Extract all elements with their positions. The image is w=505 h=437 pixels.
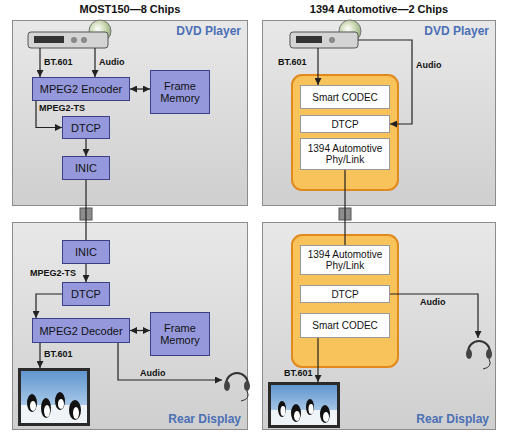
chip-box: DTCP xyxy=(62,116,110,139)
function-block: 1394 Automotive Phy/Link xyxy=(300,245,390,275)
chip-box: MPEG2 Decoder xyxy=(32,318,130,343)
chip-box: Frame Memory xyxy=(150,70,210,114)
signal-name: BT.601 xyxy=(44,57,73,67)
function-block: DTCP xyxy=(300,285,390,303)
column-heading: 1394 Automotive—2 Chips xyxy=(262,3,496,16)
chip-box: INIC xyxy=(62,240,110,264)
function-block: Smart CODEC xyxy=(300,313,390,338)
chip-box: DTCP xyxy=(62,282,110,306)
signal-name: Audio xyxy=(99,57,125,67)
chip-box: Frame Memory xyxy=(150,312,210,356)
panel-title: DVD Player xyxy=(176,24,241,38)
node-text: INIC xyxy=(75,246,97,258)
node-text: Frame Memory xyxy=(151,80,209,104)
signal-name: BT.601 xyxy=(284,368,313,378)
signal-name: BT.601 xyxy=(278,57,307,67)
signal-name: BT.601 xyxy=(44,349,73,359)
edge-label: MPEG2-TS xyxy=(39,103,85,113)
function-block: DTCP xyxy=(300,115,390,133)
signal-name: Audio xyxy=(140,368,166,378)
bus-connector xyxy=(339,208,351,220)
node-text: DTCP xyxy=(331,289,358,300)
node-text: 1394 Automotive Phy/Link xyxy=(301,143,389,165)
node-text: Smart CODEC xyxy=(312,92,378,103)
panel-title: Rear Display xyxy=(168,412,241,426)
node-text: MPEG2 Decoder xyxy=(39,325,122,337)
column-heading: MOST150—8 Chips xyxy=(12,3,248,16)
device-panel: Rear Display 1394 Automotive Phy/LinkDTCP… xyxy=(262,222,496,430)
device-panel: DVD PlayerSmart CODEC DTCP 1394 Automotive… xyxy=(262,20,496,206)
node-text: Frame Memory xyxy=(151,322,209,346)
chip-box: MPEG2 Encoder xyxy=(32,77,130,101)
function-block: Smart CODEC xyxy=(300,85,390,109)
device-panel: Rear Display INIC DTCP MPEG2 Decoder Frame M… xyxy=(12,222,248,430)
node-text: DTCP xyxy=(71,122,101,134)
node-text: 1394 Automotive Phy/Link xyxy=(301,249,389,271)
edge-label: MPEG2-TS xyxy=(30,268,76,278)
signal-name: Audio xyxy=(420,297,446,307)
panel-title: DVD Player xyxy=(424,24,489,38)
function-block: 1394 Automotive Phy/Link xyxy=(300,138,390,170)
device-panel: DVD PlayerMPEG2 Encoder Frame MemoryDTCP I… xyxy=(12,20,248,206)
node-text: DTCP xyxy=(71,288,101,300)
panel-title: Rear Display xyxy=(416,412,489,426)
node-text: INIC xyxy=(75,162,97,174)
node-text: DTCP xyxy=(331,119,358,130)
node-text: MPEG2 Encoder xyxy=(40,83,123,95)
bus-connector xyxy=(80,208,92,220)
node-text: Smart CODEC xyxy=(312,320,378,331)
signal-name: Audio xyxy=(416,60,442,70)
chip-box: INIC xyxy=(62,156,110,180)
